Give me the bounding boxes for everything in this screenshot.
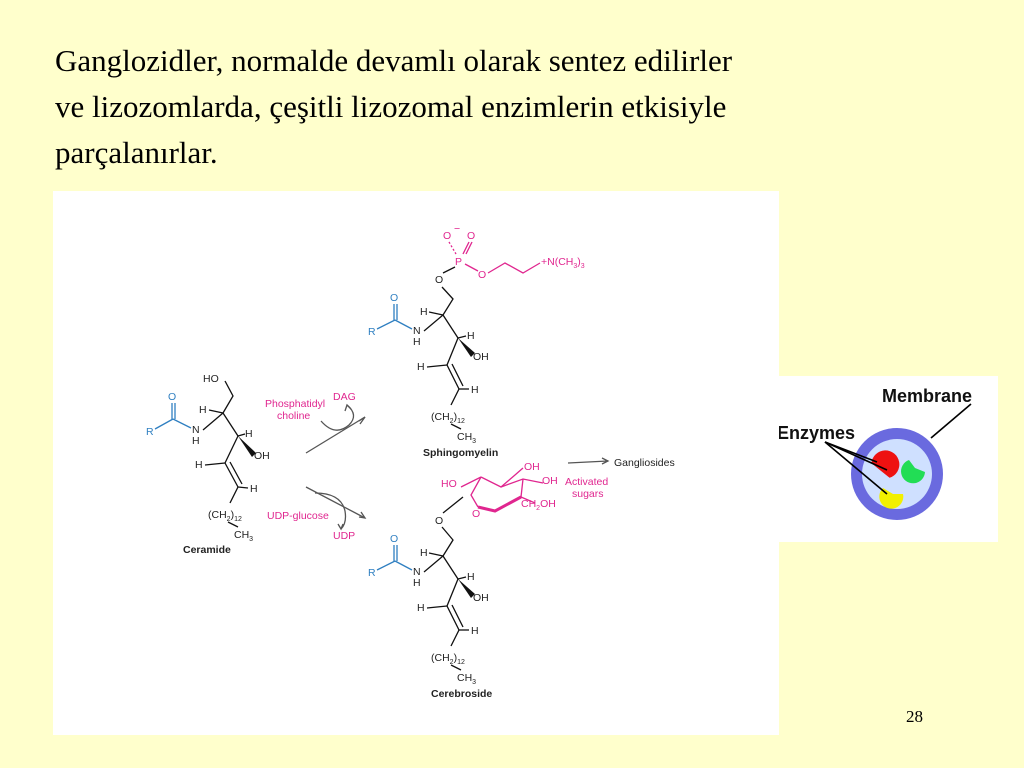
sugar-oh-mid: OH [542,475,558,487]
sphingolipid-synthesis-figure: HO H O R N H H OH H H (CH2)12 CH3 Cera [53,191,779,735]
sm-ch2: (CH2)12 [431,411,465,425]
sm-o-link: O [435,274,443,286]
membrane-label: Membrane [882,386,972,406]
sm-r: R [368,326,376,338]
cb-carbonyl-o: O [390,533,398,545]
sugar-o-ring: O [472,508,480,520]
reaction-to-sphingomyelin: Phosphatidyl choline DAG [265,391,366,454]
cb-h2: H [467,571,475,583]
ceramide-o: O [168,391,176,403]
sugar-ch2oh: CH2OH [521,498,556,512]
text-line-3: parçalanırlar. [55,135,218,170]
sugar-ho: HO [441,478,457,490]
choline-group: +N(CH3)3 [541,256,585,270]
lysosome-diagram: Membrane Enzymes [777,386,972,520]
phosphate-o3: O [478,269,486,281]
ceramide-ch3: CH3 [234,529,253,543]
phosphate-o1: O [443,230,451,242]
phosphate-minus: − [454,223,460,235]
cb-n: N [413,566,421,578]
enzymes-label: Enzymes [779,423,855,443]
sm-h1: H [420,306,428,318]
sm-nh: H [413,336,421,348]
udp-label: UDP [333,530,355,542]
cb-h3: H [417,602,425,614]
sm-ch3: CH3 [457,431,476,445]
ceramide-ch2: (CH2)12 [208,509,242,523]
udp-glucose-label: UDP-glucose [267,510,329,522]
activated-label: Activated [565,476,608,488]
cb-oh: OH [473,592,489,604]
choline-label: choline [277,410,310,422]
gangliosides-reaction: Activated sugars Gangliosides [565,457,675,500]
sm-carbonyl-o: O [390,292,398,304]
phosphate-o2: O [467,230,475,242]
sugar-oh-top: OH [524,461,540,473]
reaction-to-cerebroside: UDP-glucose UDP [267,486,367,542]
cb-nh: H [413,577,421,589]
text-line-1: Ganglozidler, normalde devamlı olarak se… [55,43,733,78]
ceramide-nh: H [192,435,200,447]
phosphorus: P [455,256,462,268]
glucose-ring: OH HO OH O CH2OH [441,461,558,520]
sm-oh: OH [473,351,489,363]
ceramide-ho: HO [203,373,219,385]
ceramide-h4: H [250,483,258,495]
enzyme-red-icon [871,450,900,478]
cb-ch2: (CH2)12 [431,652,465,666]
ceramide-label: Ceramide [183,544,231,556]
ceramide-n: N [192,424,200,436]
gangliosides-label: Gangliosides [614,457,675,469]
membrane-pointer [930,403,972,439]
sm-h4: H [471,384,479,396]
cb-h1: H [420,547,428,559]
page-number: 28 [906,707,923,726]
sm-h2: H [467,330,475,342]
synthesis-diagram: HO H O R N H H OH H H (CH2)12 CH3 Cera [146,223,675,700]
ceramide-oh: OH [254,450,270,462]
dag-label: DAG [333,391,356,403]
cb-r: R [368,567,376,579]
ceramide-h3: H [195,459,203,471]
sm-n: N [413,325,421,337]
ceramide-structure: HO H O R N H H OH H H (CH2)12 CH3 Cera [146,373,270,556]
cb-ch3: CH3 [457,672,476,686]
lysosome-figure: Membrane Enzymes [777,376,998,542]
slide-body-text: Ganglozidler, normalde devamlı olarak se… [55,38,955,176]
text-line-2: ve lizozomlarda, çeşitli lizozomal enzim… [55,89,727,124]
enzyme-pointer-2 [824,441,888,471]
sm-h3: H [417,361,425,373]
cerebroside-label: Cerebroside [431,688,492,700]
phosphatidyl-label: Phosphatidyl [265,398,325,410]
ceramide-h2: H [245,428,253,440]
sugars-label: sugars [572,488,604,500]
sphingomyelin-structure: O − O P O +N(CH3)3 O H O R N H H OH H [368,223,585,459]
ceramide-r: R [146,426,154,438]
enzyme-pointer-3 [824,441,888,495]
ceramide-h1: H [199,404,207,416]
cb-o-link: O [435,515,443,527]
sphingomyelin-label: Sphingomyelin [423,447,498,459]
enzyme-green-icon [901,460,925,484]
cerebroside-structure: O H O R N H H OH H H (CH2)12 CH3 Cerebro… [368,515,492,700]
cb-h4: H [471,625,479,637]
